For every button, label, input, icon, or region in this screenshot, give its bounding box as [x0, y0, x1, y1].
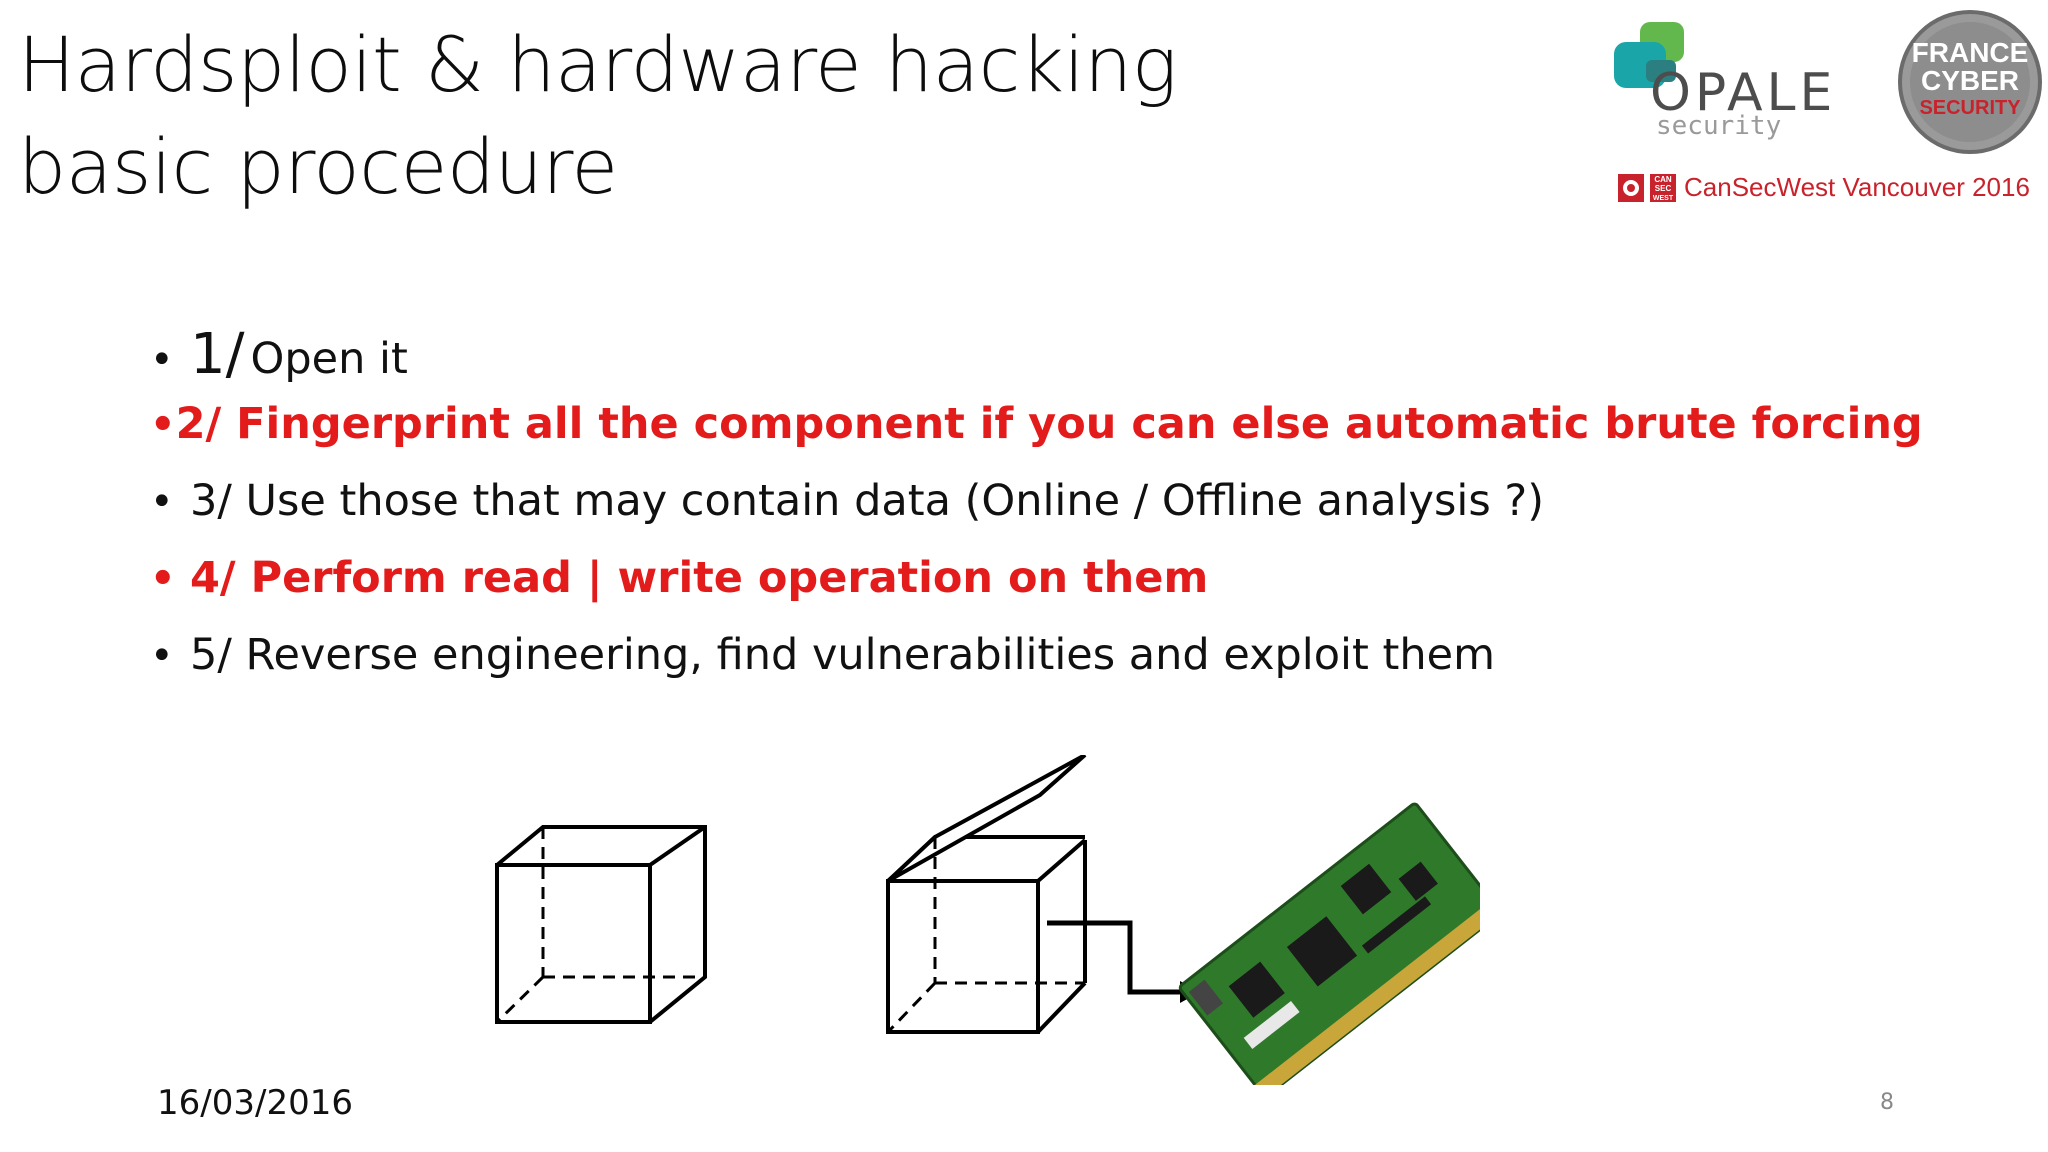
cansecwest-icon-line-1: CAN	[1654, 175, 1672, 184]
slide-date: 16/03/2016	[157, 1083, 353, 1123]
title-line-2: basic procedure	[18, 122, 618, 211]
opale-logo-subtext: security	[1656, 111, 1781, 141]
bullet-marker: •	[150, 479, 174, 525]
bullet-list: • 1/ Open it • 2/ Fingerprint all the co…	[150, 322, 1923, 707]
bullet-marker: •	[150, 556, 176, 602]
bullet-text: 2/ Fingerprint all the component if you …	[175, 399, 1923, 449]
slide-title: Hardsploit & hardware hacking basic proc…	[18, 14, 1268, 218]
badge-line-1: FRANCE	[1912, 37, 2029, 68]
cansecwest-icon-line-2: SEC	[1655, 184, 1672, 193]
bullet-marker: •	[150, 402, 176, 448]
bullet-item-3: • 3/ Use those that may contain data (On…	[150, 476, 1750, 553]
title-line-1: Hardsploit & hardware hacking	[18, 20, 1177, 109]
open-box-icon	[886, 755, 1087, 1034]
bullet-item-5: • 5/ Reverse engineering, find vulnerabi…	[150, 630, 1750, 707]
france-cyber-security-badge: FRANCE CYBER SECURITY	[1898, 10, 2042, 154]
arrow-icon	[1047, 920, 1200, 1003]
page-number: 8	[1880, 1090, 1894, 1115]
opale-security-logo: OPALE security	[1614, 22, 1836, 141]
conference-name: CanSecWest Vancouver 2016	[1684, 172, 2030, 202]
bullet-text: 4/ Perform read | write operation on the…	[190, 553, 1209, 603]
bullet-item-2: • 2/ Fingerprint all the component if yo…	[150, 399, 1923, 476]
cansecwest-logo: CAN SEC WEST CanSecWest Vancouver 2016	[1618, 172, 2030, 202]
circuit-board-icon	[1178, 802, 1480, 1085]
bullet-marker: •	[150, 337, 174, 383]
bullet-text: Open it	[250, 334, 408, 384]
opale-logo-text: OPALE	[1650, 63, 1836, 123]
bullet-number: 1/	[190, 322, 245, 387]
bullet-text: 5/ Reverse engineering, find vulnerabili…	[190, 630, 1495, 680]
bullet-item-4: • 4/ Perform read | write operation on t…	[150, 553, 1750, 630]
badge-line-3: SECURITY	[1919, 97, 2021, 119]
bullet-item-1: • 1/ Open it	[150, 322, 1750, 399]
closed-box-icon	[495, 825, 707, 1024]
procedure-diagram	[495, 755, 1480, 1085]
badge-line-2: CYBER	[1921, 65, 2019, 96]
bullet-marker: •	[150, 633, 174, 679]
logo-area: OPALE security FRANCE CYBER SECURITY CAN…	[1614, 10, 2042, 202]
cansecwest-icon-line-3: WEST	[1653, 195, 1674, 202]
bullet-text: 3/ Use those that may contain data (Onli…	[190, 476, 1545, 526]
